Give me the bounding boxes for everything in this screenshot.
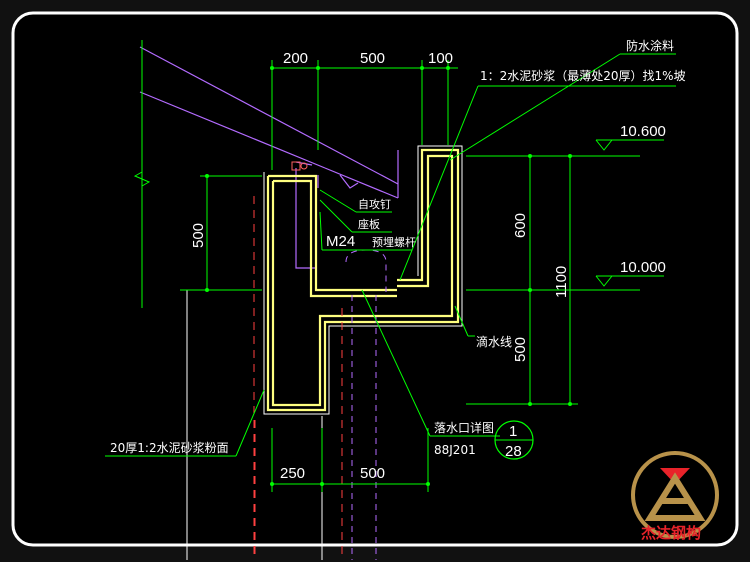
elevation-10600: 10.600 bbox=[620, 123, 666, 140]
dim-top-100: 100 bbox=[428, 50, 453, 67]
dim-right-1100: 1100 bbox=[553, 266, 570, 298]
label-screw: 自攻钉 bbox=[358, 197, 391, 211]
dim-right-500: 500 bbox=[512, 337, 529, 362]
brand-logo-icon: 杰达钢构 bbox=[631, 451, 719, 542]
label-drip: 滴水线 bbox=[476, 334, 512, 349]
gutter-concrete-outline bbox=[266, 148, 460, 412]
dim-top-200: 200 bbox=[283, 50, 308, 67]
column-dashed-lines bbox=[253, 196, 343, 560]
label-mortar-top: 1：2水泥砂浆（最薄处20厚）找1%坡 bbox=[480, 68, 686, 83]
detail-ref-number: 1 bbox=[509, 423, 517, 440]
bolt-marks bbox=[291, 161, 308, 171]
detail-ref-sheet: 28 bbox=[505, 443, 522, 460]
dimension-lines bbox=[105, 40, 676, 492]
label-outlet-ref: 88J201 bbox=[434, 443, 476, 457]
dim-bottom-250: 250 bbox=[280, 465, 305, 482]
dim-right-600: 600 bbox=[512, 213, 529, 238]
drawing-frame bbox=[11, 11, 739, 547]
label-seat-plate: 座板 bbox=[358, 217, 380, 231]
label-waterproof: 防水涂料 bbox=[626, 38, 674, 53]
label-mortar-bottom: 20厚1:2水泥砂浆粉面 bbox=[110, 440, 229, 455]
dim-left-500: 500 bbox=[190, 223, 207, 248]
brand-name: 杰达钢构 bbox=[641, 524, 701, 542]
gutter-plaster-outline bbox=[263, 145, 463, 415]
dimension-ticks bbox=[205, 66, 572, 486]
elevation-10000: 10.000 bbox=[620, 259, 666, 276]
label-bolt: 预埋螺杆 bbox=[372, 235, 416, 249]
label-outlet: 落水口详图 bbox=[434, 420, 494, 435]
label-m24: M24 bbox=[326, 233, 355, 250]
dim-bottom-500: 500 bbox=[360, 465, 385, 482]
detail-ref-circle: 1 28 bbox=[494, 420, 534, 460]
dim-top-500: 500 bbox=[360, 50, 385, 67]
